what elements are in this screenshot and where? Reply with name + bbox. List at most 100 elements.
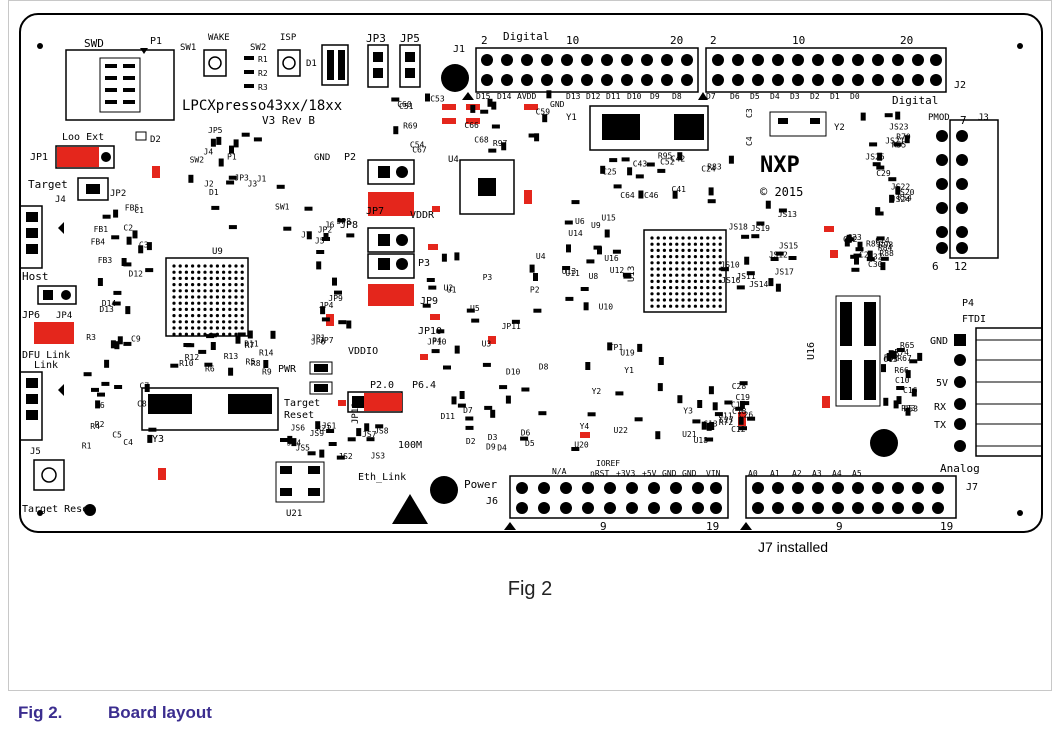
smd-part — [876, 236, 885, 241]
smd-part — [883, 397, 889, 406]
bga-ball — [228, 326, 232, 330]
smd-part — [724, 400, 733, 405]
svg-text:A0: A0 — [748, 469, 758, 478]
svg-text:20: 20 — [670, 34, 683, 47]
designator-label: JS20 — [895, 188, 914, 197]
bga-ball — [650, 304, 654, 308]
figure-caption: Fig 2 — [507, 578, 553, 600]
bga-ball — [197, 276, 201, 280]
svg-text:100M: 100M — [398, 440, 422, 451]
smd-part — [391, 97, 400, 102]
bga-ball — [681, 267, 685, 271]
bga-ball — [172, 320, 176, 324]
smd-part — [623, 274, 632, 279]
bga-ball — [700, 242, 704, 246]
svg-text:D1: D1 — [830, 92, 840, 101]
designator-label: U1 — [447, 285, 457, 294]
bga-ball — [700, 236, 704, 240]
smd-part — [896, 386, 905, 390]
designator-label: R84 — [878, 244, 893, 253]
figure-frame-bottom — [8, 690, 1052, 691]
designator-label: C16 — [903, 386, 918, 395]
bga-ball — [693, 279, 698, 283]
designator-label: J1 — [257, 174, 267, 183]
smd-part — [144, 384, 150, 392]
smd-part — [321, 317, 330, 322]
smd-part — [869, 142, 878, 147]
bga-ball — [712, 242, 716, 246]
svg-text:GND: GND — [550, 100, 565, 109]
j3-pmod-header — [936, 119, 999, 259]
svg-text:2: 2 — [481, 34, 488, 47]
bga-ball — [693, 242, 698, 246]
designator-label: P3 — [483, 273, 493, 282]
designator-label: SW1 — [275, 203, 290, 212]
smd-part — [326, 429, 335, 433]
bga-ball — [215, 326, 219, 330]
bga-ball — [650, 242, 654, 246]
smd-part — [465, 416, 474, 421]
pmod-label: PMOD — [928, 113, 950, 123]
designator-label: C22 — [843, 235, 858, 244]
bga-ball — [184, 314, 188, 318]
bga-ball — [178, 320, 182, 324]
smd-part — [346, 320, 352, 329]
svg-text:D2: D2 — [810, 92, 820, 101]
designator-label: P4 — [432, 337, 442, 346]
bga-ball — [209, 264, 213, 268]
bga-ball — [662, 273, 667, 277]
svg-text:P4: P4 — [962, 298, 974, 309]
bga-ball — [203, 283, 207, 287]
svg-text:P2.0: P2.0 — [370, 380, 394, 391]
designator-label: JP9 — [328, 294, 343, 303]
bga-ball — [240, 295, 244, 299]
smd-part — [635, 174, 644, 179]
bga-ball — [675, 273, 679, 277]
bga-ball — [712, 261, 716, 265]
bga-ball — [662, 255, 667, 259]
smd-part — [707, 199, 716, 204]
designator-label: JS12 — [769, 250, 788, 259]
bga-ball — [191, 289, 195, 293]
smd-part — [542, 114, 548, 123]
bga-ball — [687, 255, 691, 259]
smd-part — [283, 226, 292, 231]
smd-part — [425, 93, 430, 102]
smd-part — [634, 417, 643, 422]
designator-label: R2 — [95, 420, 105, 429]
smd-part — [328, 442, 337, 446]
designator-label: JP11 — [502, 322, 521, 331]
smd-part — [480, 109, 489, 114]
bga-ball — [669, 255, 673, 259]
svg-text:+5V: +5V — [642, 469, 657, 478]
svg-text:U13: U13 — [627, 266, 637, 282]
bga-ball — [687, 304, 691, 308]
bga-ball — [215, 314, 219, 318]
svg-text:2: 2 — [710, 34, 717, 47]
designator-label: JP7 — [319, 336, 334, 345]
smd-part — [851, 267, 860, 272]
smd-part — [210, 138, 216, 147]
eth-link-label: Eth_Link — [358, 472, 406, 483]
designator-label: C41 — [672, 185, 687, 194]
smd-part — [316, 250, 325, 254]
designator-label: D7 — [463, 406, 473, 415]
svg-text:A3: A3 — [812, 469, 822, 478]
designator-label: D11 — [441, 412, 456, 421]
bga-ball — [687, 279, 691, 283]
bga-ball — [240, 307, 244, 311]
smd-part — [441, 253, 447, 262]
smd-part — [147, 434, 153, 443]
svg-text:Y2: Y2 — [834, 123, 845, 133]
smd-part — [607, 342, 613, 351]
vddr-label: VDDR — [410, 210, 435, 221]
smd-part — [775, 251, 784, 256]
designator-label: P2 — [530, 285, 540, 294]
smd-part — [876, 165, 885, 170]
svg-text:Y3: Y3 — [152, 434, 164, 445]
bga-ball — [687, 298, 691, 302]
bga-ball — [675, 279, 679, 283]
bga-ball — [222, 264, 226, 268]
bga-ball — [240, 301, 244, 305]
bga-ball — [656, 236, 660, 240]
